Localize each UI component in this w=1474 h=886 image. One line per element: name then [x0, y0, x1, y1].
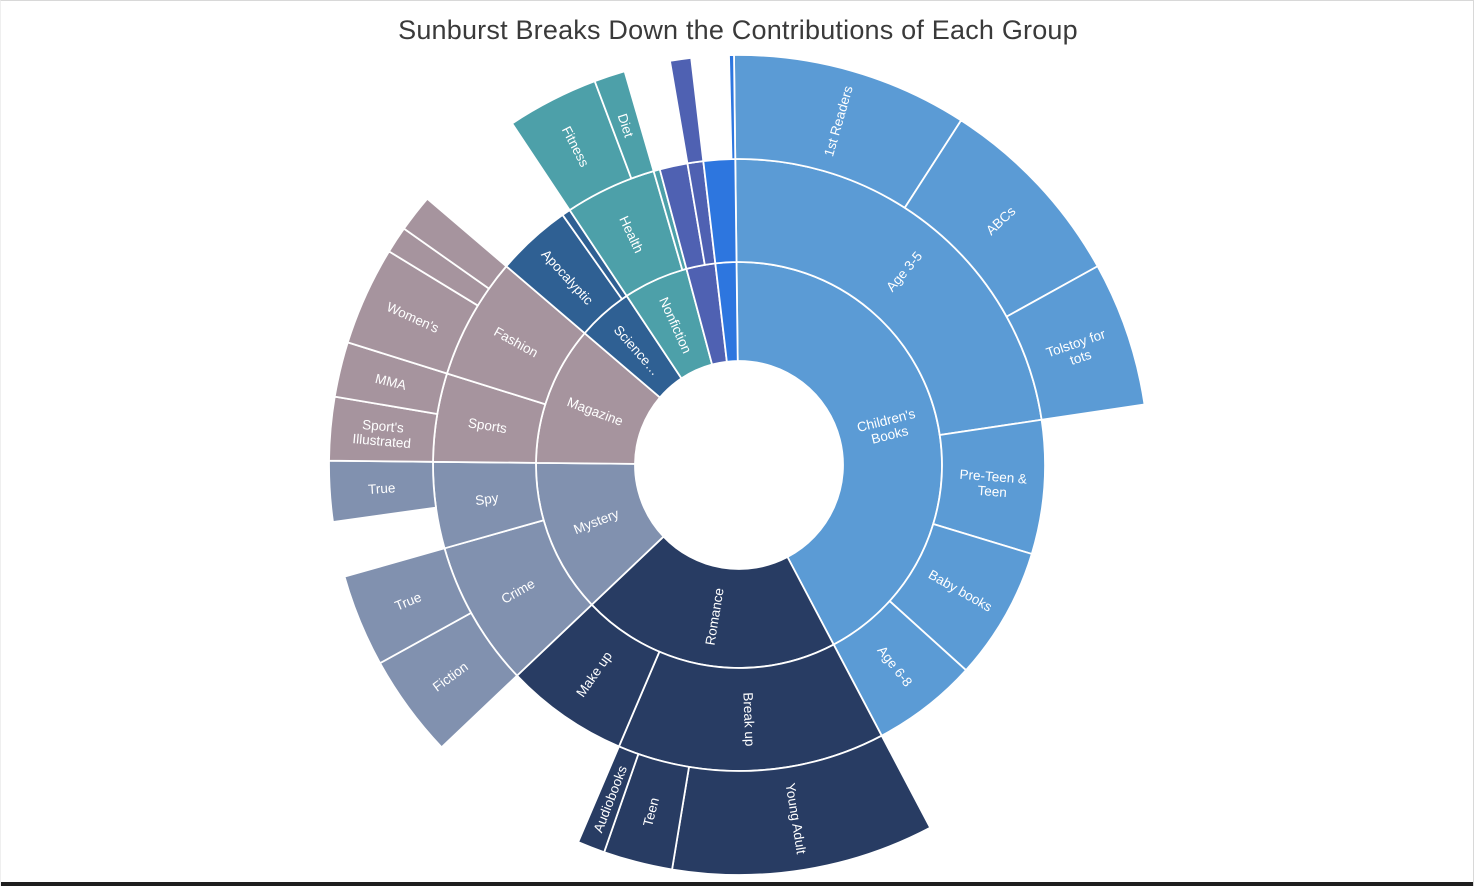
- sunburst-segment[interactable]: [1005, 265, 1146, 421]
- sunburst-segment[interactable]: [328, 459, 437, 523]
- window-bottom-edge: [1, 882, 1473, 886]
- sunburst-segment[interactable]: [728, 54, 737, 160]
- sunburst-segment[interactable]: [702, 158, 738, 265]
- chart-title: Sunburst Breaks Down the Contributions o…: [398, 15, 1078, 45]
- sunburst-segment[interactable]: [343, 547, 473, 665]
- sunburst-segment[interactable]: [669, 56, 705, 165]
